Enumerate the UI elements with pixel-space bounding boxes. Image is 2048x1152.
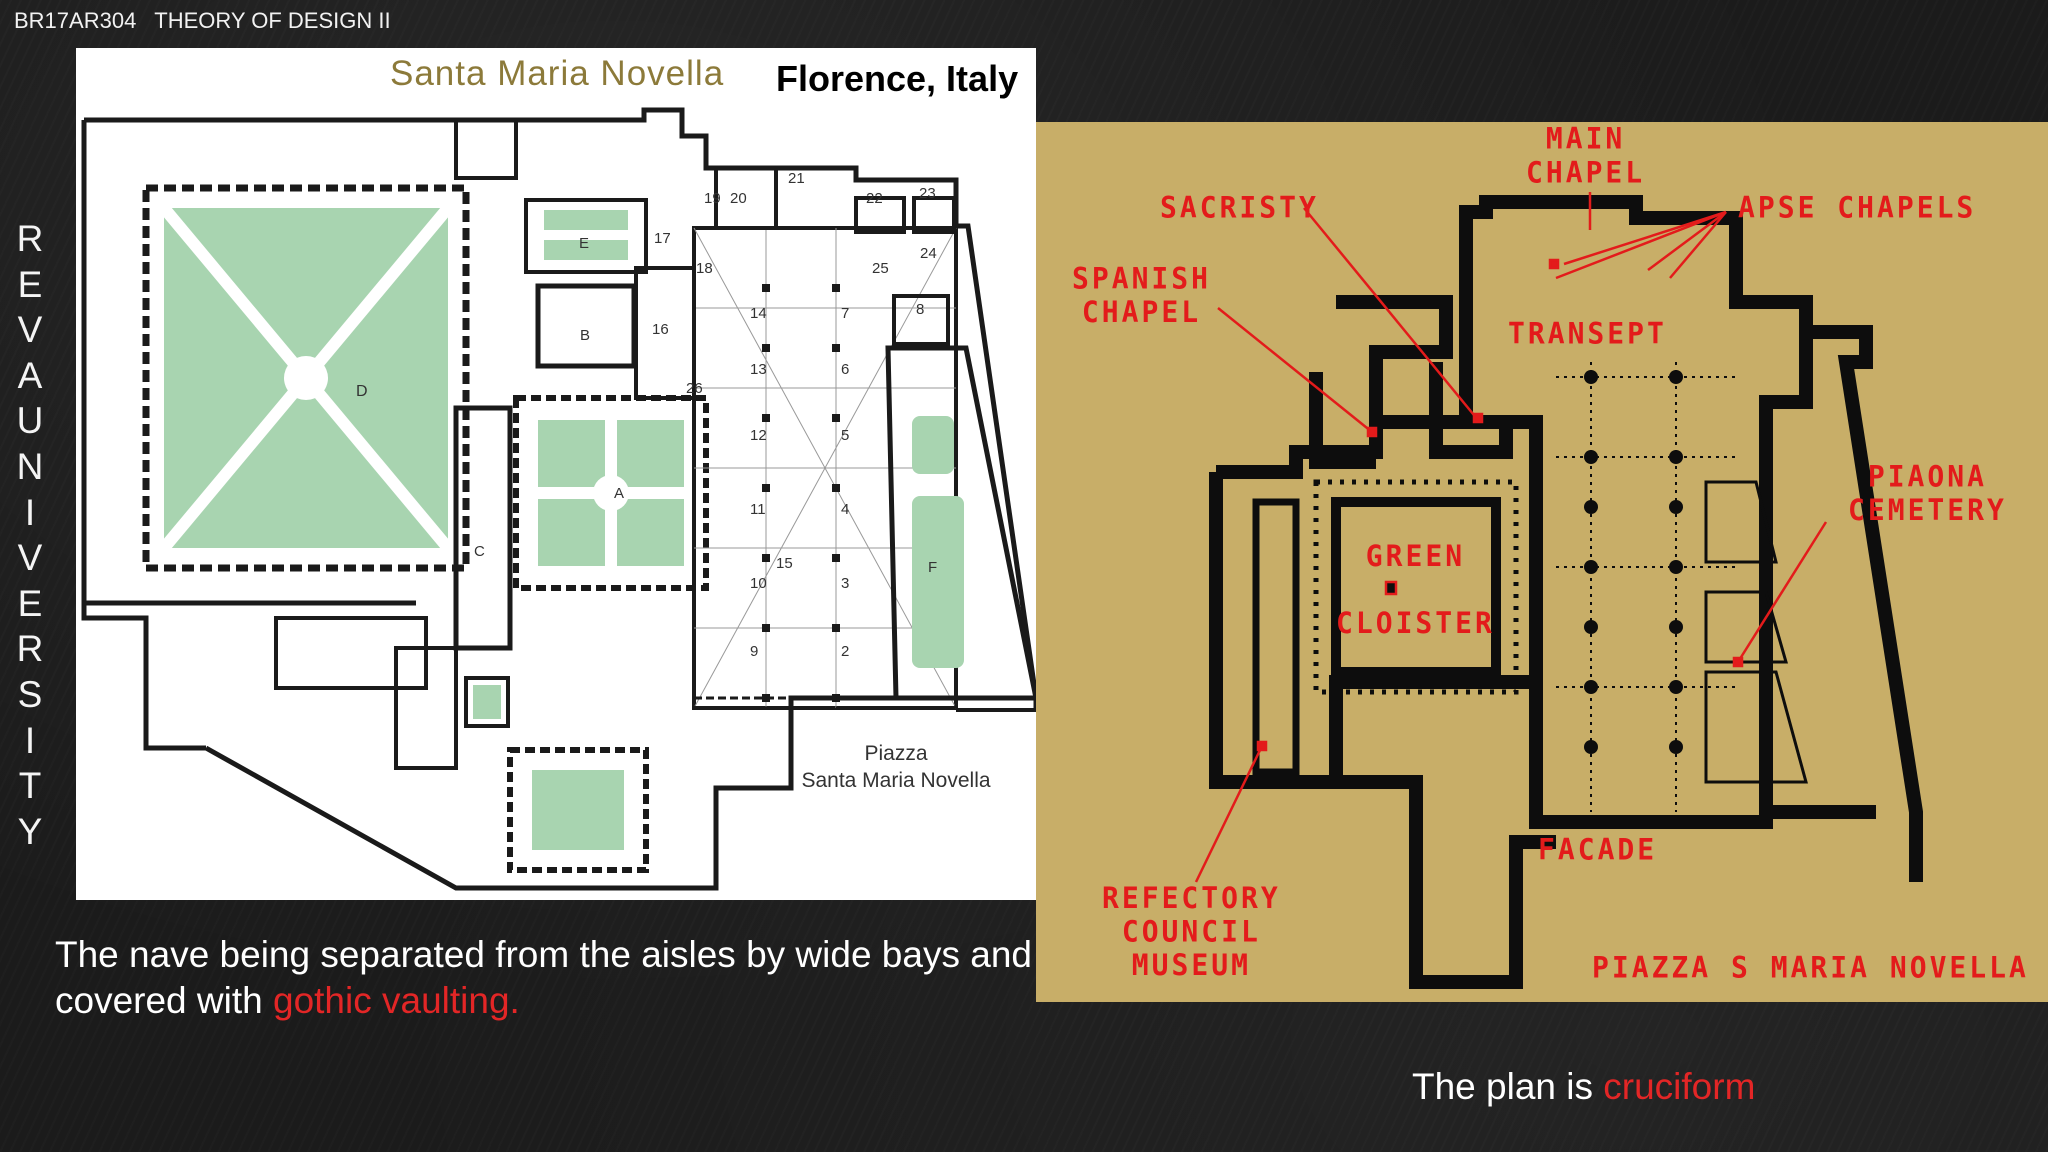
room-number: 13 [750,361,767,378]
room-number: 24 [920,245,937,262]
room-number: 8 [916,301,924,318]
label-green-cloister: GREEN CLOISTER [1336,538,1495,641]
univ-letter: I [24,491,36,533]
left-floor-plan: D E B A C [76,48,1036,900]
label-transept: TRANSEPT [1508,316,1667,351]
univ-letter: N [16,445,44,487]
caption-plan-accent: cruciform [1603,1066,1756,1107]
room-number: 7 [841,305,849,322]
univ-letter: S [17,673,43,715]
room-number: 10 [750,575,767,592]
univ-letter: U [16,400,44,442]
caption-plan: The plan is cruciform [1412,1066,1755,1108]
caption-nave-accent: gothic vaulting. [273,980,520,1021]
univ-letter: R [16,218,44,259]
room-number: 19 [704,190,721,207]
univ-letter: A [17,354,43,396]
area-label: F [928,559,937,576]
label-refectory: REFECTORY COUNCIL MUSEUM [1102,880,1281,983]
room-number: 2 [841,643,849,660]
right-plan-drawing [1194,192,1923,989]
label-apse-chapels: APSE CHAPELS [1738,190,1977,225]
room-number: 14 [750,305,767,322]
course-header: BR17AR304 THEORY OF DESIGN II [14,8,391,34]
label-facade: FACADE [1538,832,1658,867]
univ-letter: V [17,309,43,351]
room-number: 18 [696,260,713,277]
room-number: 16 [652,321,669,338]
room-number: 25 [872,260,889,277]
caption-plan-text: The plan is [1412,1066,1604,1107]
plan-location: Florence, Italy [776,58,1019,99]
univ-letter: E [17,263,43,305]
room-number: 26 [686,380,703,397]
room-number: 21 [788,170,805,187]
room-number: 20 [730,190,747,207]
univ-letter: E [17,582,43,624]
room-number: 4 [841,501,849,518]
piazza-line-1: Piazza [864,742,928,765]
plan-title: Santa Maria Novella [390,54,725,93]
label-piaona-cemetery: PIAONA CEMETERY [1848,459,2007,528]
area-label: D [356,383,368,400]
univ-letter: I [24,719,36,761]
area-label: A [614,485,624,502]
course-title: THEORY OF DESIGN II [154,8,391,33]
area-label: E [579,235,589,252]
room-number: 6 [841,361,849,378]
left-plan-drawing: D E B A C [81,107,1036,891]
room-number: 12 [750,427,767,444]
room-number: 22 [866,190,883,207]
label-main-chapel: MAIN CHAPEL [1526,122,1646,190]
label-piazza: PIAZZA S MARIA NOVELLA [1592,950,2029,985]
caption-nave: The nave being separated from the aisles… [55,932,1035,1024]
piazza-label: Piazza Santa Maria Novella [766,740,1026,794]
room-number: 23 [919,185,936,202]
caption-nave-text: The nave being separated from the aisles… [55,934,1032,1021]
area-label: C [474,543,485,560]
room-number: 3 [841,575,849,592]
room-number: 11 [750,501,766,518]
univ-letter: R [16,628,44,670]
course-code: BR17AR304 [14,8,137,33]
room-number: 15 [776,555,793,572]
univ-letter: T [18,765,42,807]
right-floor-plan: MAIN CHAPEL SACRISTY APSE CHAPELS SPANIS… [1036,122,2048,1002]
univ-letter: V [17,537,43,579]
room-number: 5 [841,427,849,444]
room-number: 9 [750,643,758,660]
piazza-line-2: Santa Maria Novella [801,769,991,792]
university-vertical-text: R E V A U N I V E R S I T Y [14,216,46,854]
univ-letter: Y [17,810,43,852]
label-sacristy: SACRISTY [1160,190,1319,225]
label-spanish-chapel: SPANISH CHAPEL [1072,261,1212,330]
area-label: B [580,327,590,344]
room-number: 17 [654,230,671,247]
